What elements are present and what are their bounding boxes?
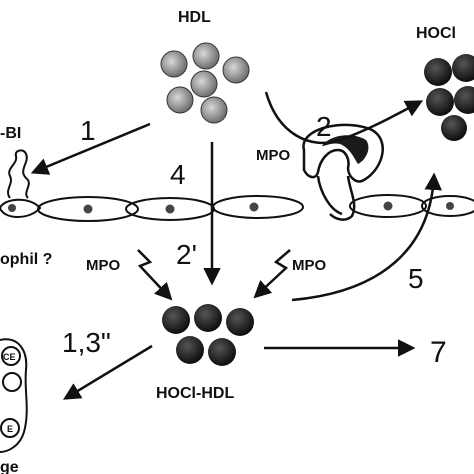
endothelial-layer	[0, 194, 474, 222]
arrow-step-1	[30, 122, 151, 175]
macrophage-cell	[0, 338, 28, 453]
mpo-right-label: MPO	[292, 257, 327, 274]
arrow-step-5	[291, 172, 442, 302]
step-2-label: 2	[316, 111, 332, 142]
neutrophil-label: ophil ?	[0, 251, 52, 268]
step-2-prime-label: 2'	[176, 239, 197, 270]
pathway-arrows	[30, 91, 442, 400]
sr-bi-receptor	[7, 149, 30, 199]
step-1-3-label: 1,3"	[62, 327, 111, 358]
step-4-label: 4	[170, 159, 186, 190]
step-7-label: 7	[430, 336, 447, 369]
mpo-left-label: MPO	[86, 257, 121, 274]
arrow-step-2	[264, 91, 424, 145]
hocl-top-label: HOCl	[416, 25, 456, 42]
hocl-hdl-particles	[162, 304, 254, 366]
hocl-hdl-label: HOCl-HDL	[156, 385, 234, 402]
sr-bi-label: -BI	[0, 125, 21, 142]
endothelial-nuclei	[8, 201, 454, 214]
macrophage-label: ge	[0, 459, 19, 474]
ce-label-2: E	[7, 424, 13, 434]
arrow-mpo-left	[137, 249, 173, 301]
arrow-mpo-right	[253, 249, 291, 299]
hdl-label: HDL	[178, 9, 211, 26]
hocl-particles-top	[424, 54, 474, 141]
mpo-endothelial-label: MPO	[256, 147, 291, 164]
ce-label-1: CE	[3, 352, 16, 362]
step-5-label: 5	[408, 263, 424, 294]
arrow-step-1-3	[63, 344, 153, 400]
hdl-particles	[160, 42, 250, 124]
step-1-label: 1	[80, 115, 96, 146]
